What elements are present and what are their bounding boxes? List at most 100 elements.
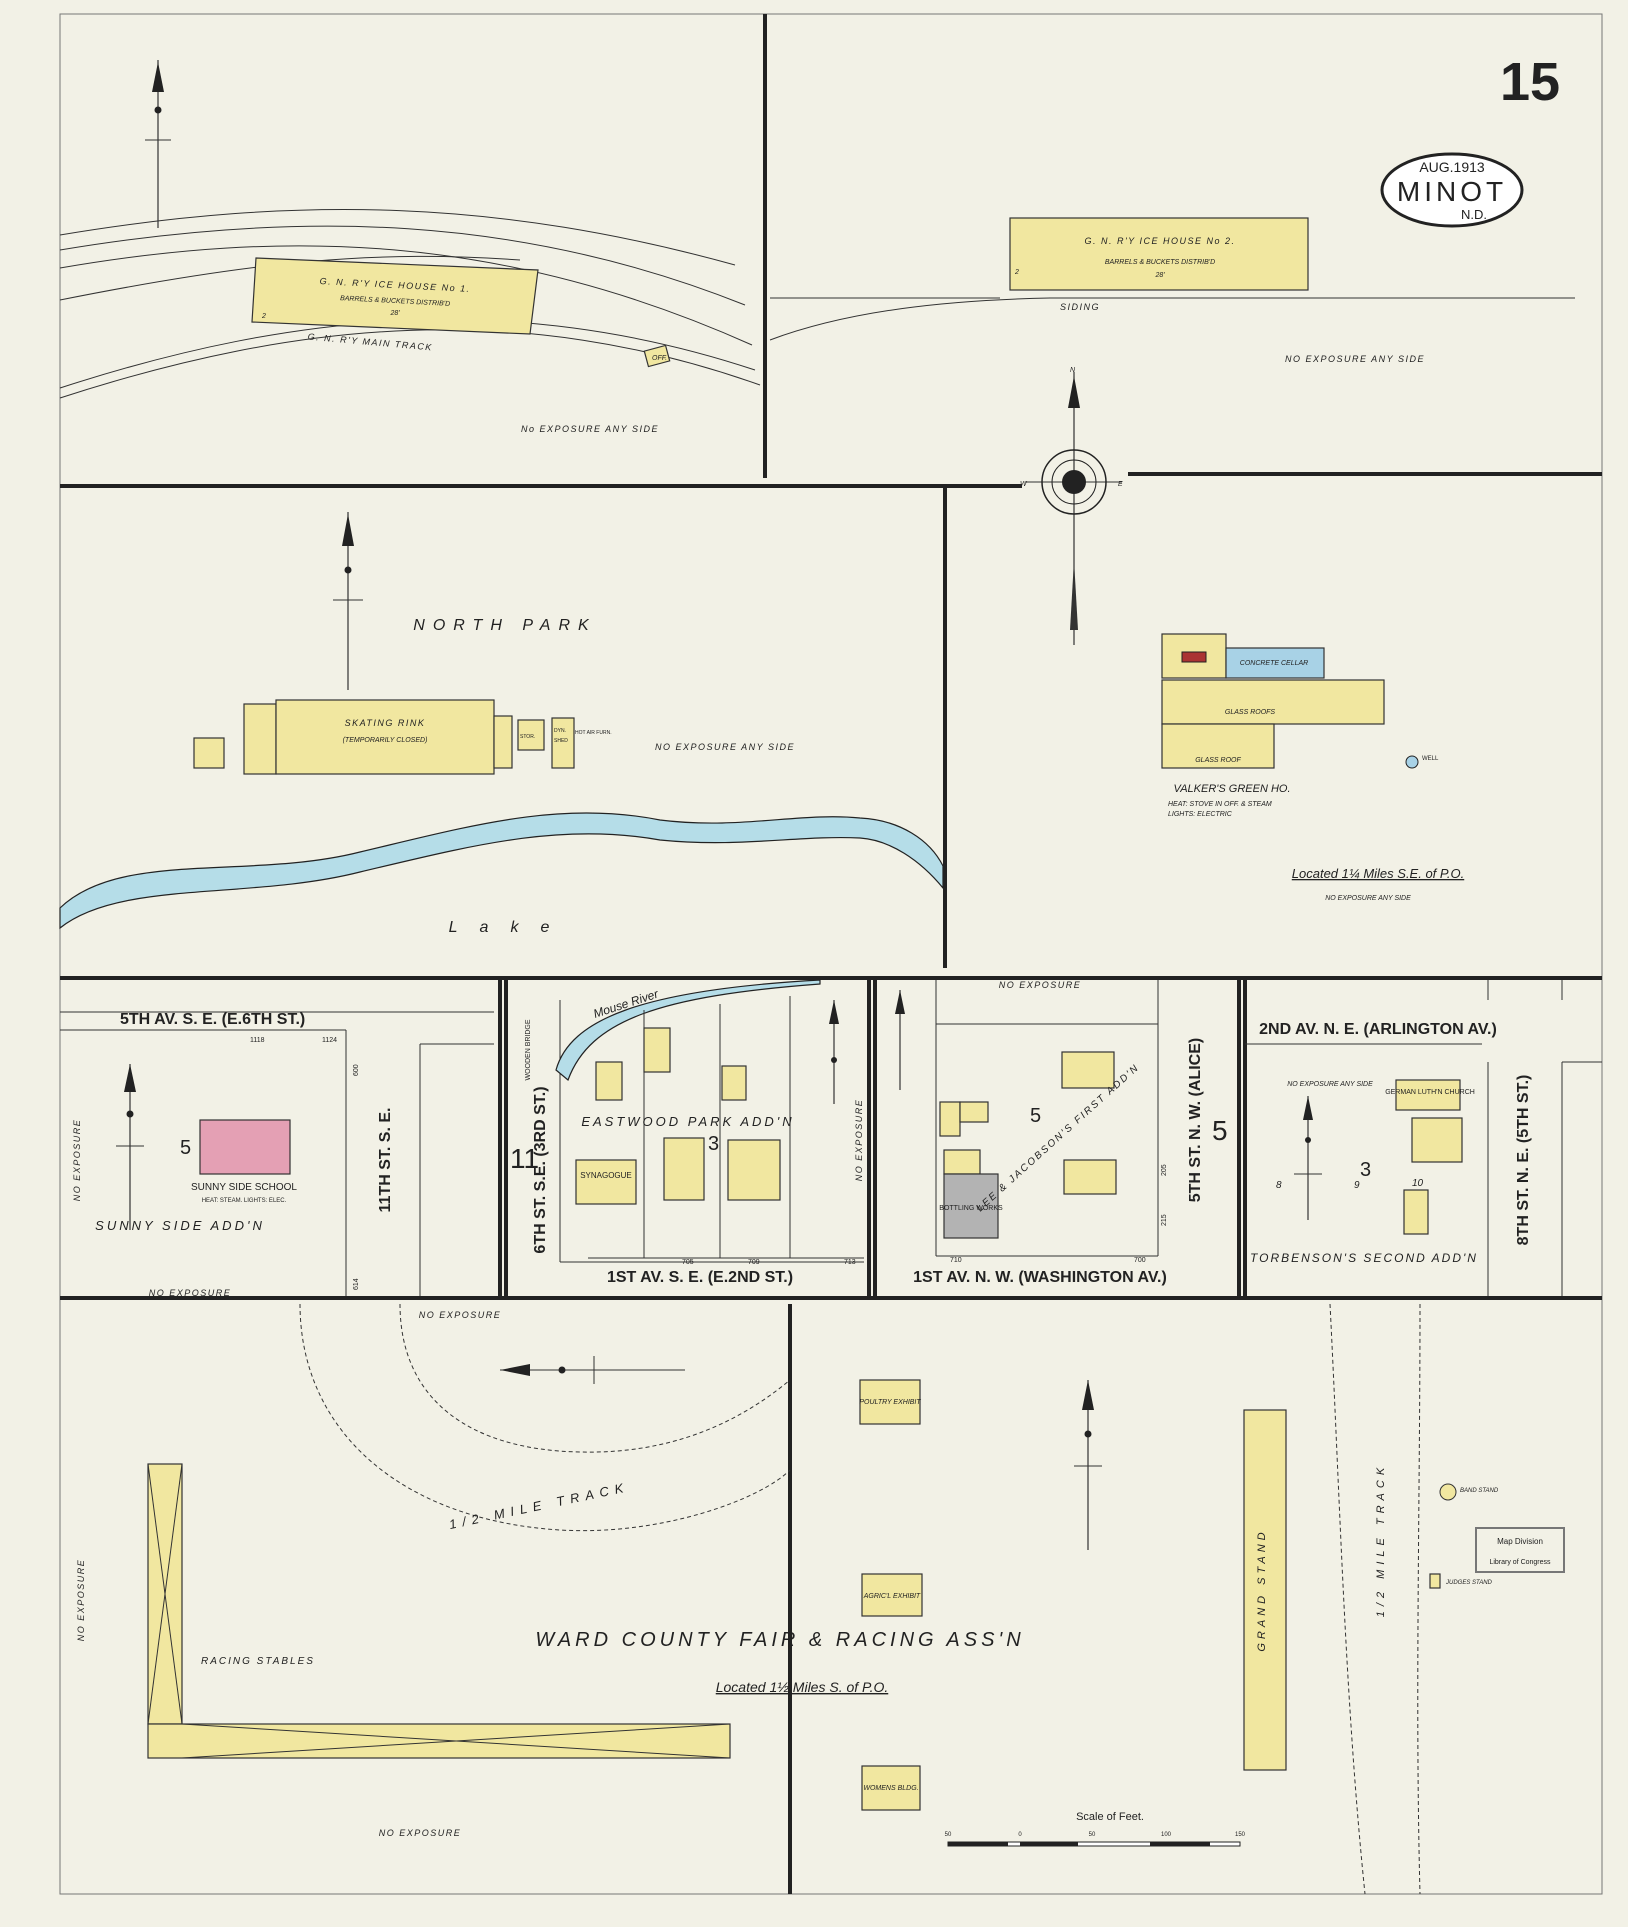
torbenson-addition: TORBENSON'S SECOND ADD'N [1250, 1251, 1478, 1265]
green-house-lights: LIGHTS: ELECTRIC [1168, 811, 1233, 818]
north-arrow-icon [116, 1064, 144, 1230]
green-house-exposure: NO EXPOSURE ANY SIDE [1325, 895, 1411, 902]
sunny-side-num-3: 600 [353, 1064, 360, 1076]
eastwood-exposure: NO EXPOSURE [854, 1099, 864, 1182]
panel-sunny-side: 5TH AV. S. E. (E.6TH ST.) 11TH ST. S. E.… [60, 1011, 494, 1298]
glass-roof-2 [1161, 723, 1275, 769]
ice-house-2-label: G. N. R'Y ICE HOUSE No 2. [1084, 236, 1235, 246]
bottling-works-building [943, 1173, 999, 1239]
synagogue-building [575, 1159, 637, 1205]
lake-shore [59, 812, 944, 930]
panel-green-house: CONCRETE CELLAR GLASS ROOFS GLASS ROOF W… [1161, 633, 1464, 902]
torbenson-exposure: NO EXPOSURE ANY SIDE [1287, 1081, 1373, 1088]
shed-label-1: STOR. [520, 734, 535, 740]
lee-jacobson-num-3: 205 [1161, 1164, 1168, 1176]
well-icon [1405, 755, 1419, 769]
judges-stand-icon [1429, 1573, 1441, 1589]
ice-house-2-exposure: NO EXPOSURE ANY SIDE [1285, 354, 1425, 364]
library-stamp: Map Division Library of Congress [1475, 1527, 1565, 1573]
ice-house-1-exposure: No EXPOSURE ANY SIDE [521, 424, 659, 434]
dwelling-3 [663, 1137, 705, 1201]
skating-rink-building [275, 699, 495, 775]
scale-tick-3: 50 [1089, 1832, 1096, 1838]
scale-title: Scale of Feet. [1076, 1811, 1144, 1823]
ice-house-2-height: 28' [1154, 272, 1165, 279]
lee-jacobson-exposure: NO EXPOSURE [999, 980, 1082, 990]
sunny-side-num-2: 1124 [322, 1037, 337, 1044]
torbenson-lot-3: 10 [1412, 1178, 1424, 1189]
ice-house-1-story: 2 [261, 313, 266, 320]
title-date: AUG.1913 [1419, 159, 1485, 175]
title-cartouche: AUG.1913 MINOT N.D. [1380, 152, 1524, 228]
north-arrow-icon [895, 990, 905, 1090]
glass-roof-label: GLASS ROOF [1195, 757, 1241, 764]
well-label: WELL [1422, 756, 1439, 762]
north-park-exposure: NO EXPOSURE ANY SIDE [655, 742, 795, 752]
concrete-cellar [1225, 647, 1325, 679]
title-state: N.D. [1461, 207, 1487, 222]
eastwood-street-bottom: 1ST AV. S. E. (E.2ND ST.) [607, 1269, 793, 1286]
eastwood-block: 3 [708, 1133, 719, 1155]
ice-house-2-story: 2 [1014, 269, 1019, 276]
sunny-side-street-side: 11TH ST. S. E. [377, 1108, 394, 1213]
eastwood-num-1: 705 [682, 1259, 694, 1266]
lee-jacobson-street-bottom: 1ST AV. N. W. (WASHINGTON AV.) [913, 1269, 1167, 1286]
bottling-works-label: BOTTLING WORKS [939, 1205, 1003, 1212]
sunny-side-block: 5 [180, 1137, 191, 1159]
north-arrow-icon [145, 60, 171, 228]
north-arrow-icon [829, 1000, 839, 1104]
skating-rink-label: SKATING RINK [345, 718, 426, 728]
sunny-side-addition: SUNNY SIDE ADD'N [95, 1218, 265, 1233]
eastwood-addition: EASTWOOD PARK ADD'N [581, 1114, 794, 1129]
poultry-exhibit-building [859, 1379, 921, 1425]
sunny-side-school-label: SUNNY SIDE SCHOOL [191, 1182, 297, 1193]
agric-exhibit-building [861, 1573, 923, 1617]
shed-1 [517, 719, 545, 751]
outbuilding-1 [643, 1027, 671, 1073]
panel-torbenson: 2ND AV. N. E. (ARLINGTON AV.) 8TH ST. N.… [1245, 980, 1602, 1296]
torbenson-lot-2: 9 [1354, 1180, 1360, 1191]
shed-label-2: DYN. [554, 728, 566, 734]
dwelling-1 [595, 1061, 623, 1101]
rink-rear [493, 715, 513, 769]
lee-jacobson-street-side: 5TH ST. N. W. (ALICE) [1187, 1038, 1204, 1202]
sunny-side-num-4: 614 [353, 1278, 360, 1290]
dwelling-5 [1061, 1051, 1115, 1089]
sunny-side-num-1: 1118 [250, 1037, 265, 1044]
stamp-line-1: Map Division [1497, 1537, 1543, 1546]
band-stand-icon [1439, 1483, 1457, 1501]
band-stand-label: BAND STAND [1460, 1488, 1499, 1494]
grand-stand-building [1243, 1409, 1287, 1771]
svg-text:W: W [1020, 481, 1028, 488]
torbenson-lot-1: 8 [1276, 1180, 1282, 1191]
green-house-location: Located 1¼ Miles S.E. of P.O. [1292, 866, 1464, 881]
fair-track-label-2: 1/2 MILE TRACK [1375, 1463, 1387, 1617]
panel-eastwood: Mouse River WOODEN BRIDGE SYNAGOGUE EAST… [510, 979, 864, 1286]
bottling-works-front [943, 1149, 981, 1175]
church-label: GERMAN LUTH'N CHURCH [1385, 1089, 1475, 1096]
fair-location: Located 1½ Miles S. of P.O. [716, 1679, 889, 1695]
lake-label: Lake [449, 919, 572, 936]
dwelling-4 [727, 1139, 781, 1201]
judges-stand-label: JUDGES STAND [1445, 1580, 1493, 1586]
ice-house-1-building [251, 257, 539, 335]
lee-jacobson-sheet-ref: 5 [1212, 1115, 1228, 1146]
concrete-cellar-label: CONCRETE CELLAR [1240, 660, 1308, 667]
outbuilding-4 [1403, 1189, 1429, 1235]
wooden-bridge-label: WOODEN BRIDGE [525, 1019, 532, 1080]
agric-exhibit-label: AGRIC'L EXHIBIT [863, 1593, 921, 1600]
dwelling-6 [1063, 1159, 1117, 1195]
office-label: OFF. [652, 355, 667, 362]
north-park-title: NORTH PARK [413, 617, 596, 634]
sunny-side-school-note: HEAT: STEAM. LIGHTS: ELEC. [202, 1198, 287, 1204]
womens-building-label: WOMENS BLDG. [863, 1785, 918, 1792]
synagogue-label: SYNAGOGUE [580, 1171, 632, 1180]
green-house-heat: HEAT: STOVE IN OFF. & STEAM [1168, 801, 1272, 808]
eastwood-sheet-ref: 11 [510, 1143, 539, 1174]
green-house-name: VALKER'S GREEN HO. [1173, 783, 1290, 795]
scale-bar: Scale of Feet. 50 0 50 100 150 [945, 1811, 1246, 1847]
north-arrow-icon [1074, 1380, 1102, 1550]
shed-2 [551, 717, 575, 769]
glass-roofs-label: GLASS ROOFS [1225, 709, 1276, 716]
